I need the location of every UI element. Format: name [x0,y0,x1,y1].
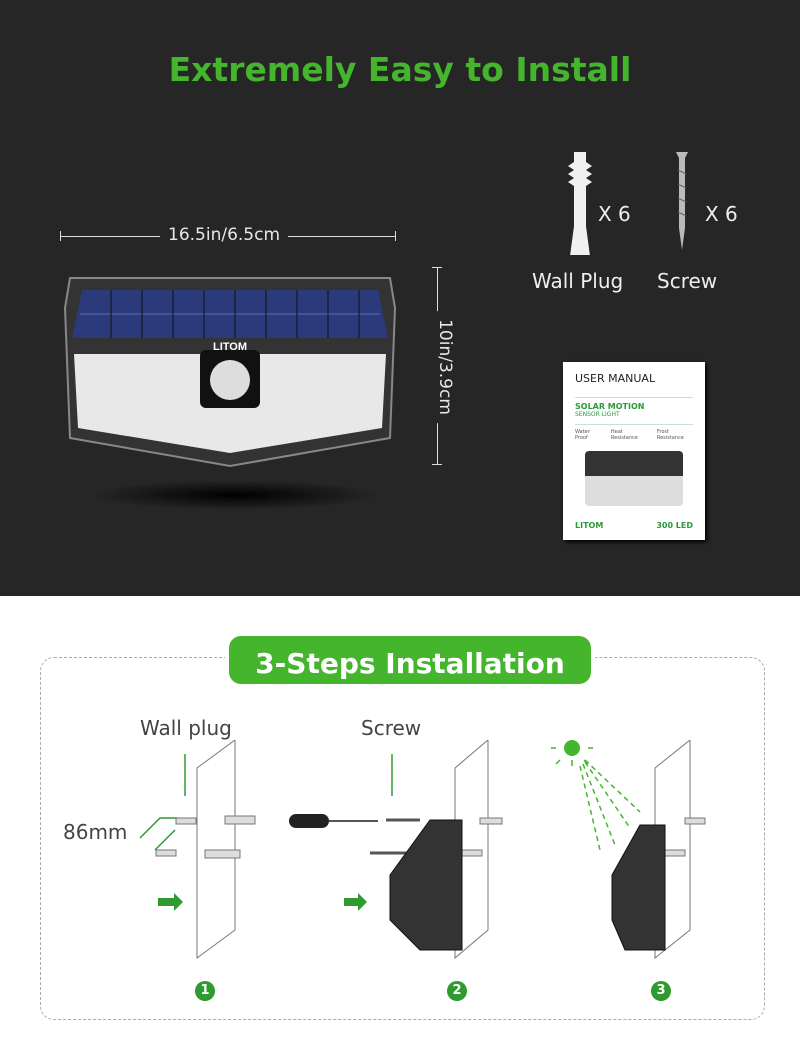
screw-icon [676,152,688,250]
manual-product-line1: SOLAR MOTION [575,397,693,411]
solar-light-product-image: LITOM [63,277,397,468]
step-1-badge: 1 [195,981,215,1001]
manual-led-count: 300 LED [656,521,693,530]
manual-brand: LITOM [575,521,604,530]
feature-frost-resistance: Frost Resistance [656,429,684,441]
step-3-badge: 3 [651,981,671,1001]
spacing-label: 86mm [63,820,128,844]
step2-label: Screw [361,716,422,740]
height-tick-top [432,267,442,268]
manual-heading: USER MANUAL [575,372,656,385]
installation-diagram [139,740,706,960]
wall-plug-label: Wall Plug [532,269,624,293]
user-manual-image: USER MANUAL SOLAR MOTION SENSOR LIGHT Wa… [563,362,705,540]
feature-water-proof: Water Proof [575,429,590,441]
height-label: 10in/3.9cm [434,311,455,423]
installation-title: 3-Steps Installation [225,632,595,688]
step-2-badge: 2 [447,981,467,1001]
manual-features: Water Proof Heat Resistance Frost Resist… [575,424,693,441]
manual-product-line2: SENSOR LIGHT [575,411,620,418]
screw-label: Screw [657,269,718,293]
wall-plug-icon [568,152,592,255]
svg-text:LITOM: LITOM [213,341,247,353]
wall-plug-qty: X 6 [598,202,631,226]
screw-qty: X 6 [705,202,738,226]
manual-product-photo [585,451,683,506]
height-tick-bottom [432,464,442,465]
page-title: Extremely Easy to Install [168,50,632,89]
width-label: 16.5in/6.5cm [160,225,289,245]
width-tick-right [395,231,396,241]
width-tick-left [60,231,61,241]
product-shadow [90,480,380,510]
step1-label: Wall plug [140,716,232,740]
feature-heat-resistance: Heat Resistance [610,429,638,441]
